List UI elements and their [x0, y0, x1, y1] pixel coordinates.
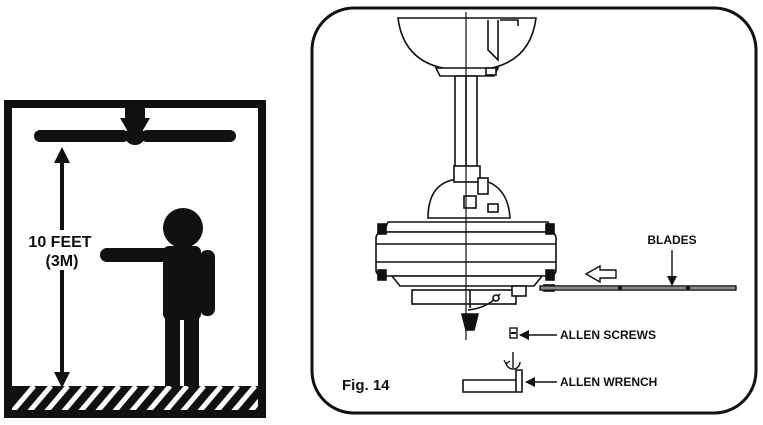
fig14-frame	[310, 6, 758, 415]
allen-screw	[509, 327, 518, 339]
floor-hatching	[12, 386, 258, 410]
room-height-panel: 10 FEET (3M)	[4, 100, 266, 418]
ceiling-fan-silhouette	[34, 108, 236, 145]
insert-direction-arrow	[584, 264, 617, 284]
allen-wrench-label: ALLEN WRENCH	[560, 375, 657, 389]
allen-wrench	[462, 369, 523, 393]
rotate-icon	[503, 352, 521, 370]
blade-iron	[511, 285, 527, 297]
fan-blade	[539, 285, 737, 291]
height-label-line1: 10 FEET	[28, 234, 91, 251]
fan-assembly	[375, 17, 557, 331]
blades-label: BLADES	[647, 233, 696, 247]
allen-screws-label: ALLEN SCREWS	[560, 328, 656, 342]
person-silhouette	[100, 208, 215, 388]
switch-housing	[411, 289, 517, 305]
figure-label: Fig. 14	[342, 377, 390, 394]
label-backdrop	[18, 230, 104, 270]
fig14-panel: BLADES ALLEN SCREWS ALLEN WRENCH Fig. 14	[310, 6, 758, 415]
height-label-line2: (3M)	[46, 253, 79, 270]
